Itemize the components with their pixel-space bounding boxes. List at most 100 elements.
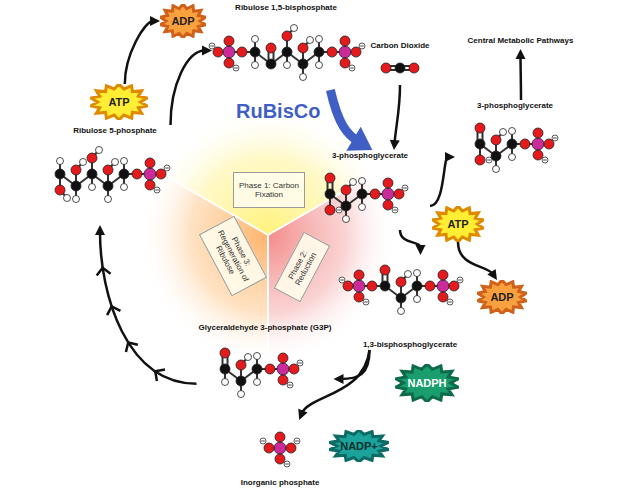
molecule-name: Inorganic phosphate (241, 478, 320, 487)
atom (475, 139, 485, 149)
energy-burst: NADPH (395, 364, 459, 402)
energy-burst: ADP (477, 280, 527, 314)
atom (359, 178, 366, 185)
charge-mark (287, 382, 293, 388)
charge-mark (285, 464, 289, 465)
atom (224, 36, 234, 46)
molecule-node: 1,3-bisphosphoglycerate (335, 255, 485, 350)
atom (144, 168, 156, 180)
atom (340, 36, 350, 46)
charge-mark (288, 385, 292, 386)
connector-line (100, 232, 197, 384)
atom (132, 169, 142, 179)
molecule-node: Ribulose 5-phosphate (40, 125, 190, 225)
atom (71, 181, 81, 191)
atom (491, 135, 501, 145)
atom (532, 138, 544, 150)
reaction-arrow (390, 85, 400, 150)
molecule-models (55, 25, 558, 468)
atom (265, 364, 275, 374)
atom (121, 158, 128, 165)
atom (87, 169, 97, 179)
charge-mark (363, 299, 369, 305)
charge-mark (543, 160, 547, 161)
charge-mark (295, 441, 299, 442)
arrowhead (516, 49, 526, 59)
atom (266, 43, 276, 53)
bonds (60, 28, 549, 459)
atom (394, 189, 404, 199)
molecule-name: Ribulose 5-phosphate (73, 126, 157, 135)
energy-burst: ATP (90, 84, 148, 120)
chevron (151, 366, 165, 381)
charge-mark (155, 190, 159, 191)
reaction-arrow (400, 230, 426, 255)
charge-mark (360, 46, 364, 47)
atom (314, 47, 324, 57)
atom (103, 165, 113, 175)
connector-line (395, 85, 400, 143)
charge-mark (448, 302, 452, 303)
chevron (105, 304, 120, 315)
atom (343, 281, 353, 291)
atom (509, 128, 516, 135)
molecule-node: 3-phosphoglycerate (310, 150, 430, 230)
cofactor-label: NADP+ (340, 440, 378, 452)
atom (341, 201, 351, 211)
atom (357, 189, 367, 199)
reaction-arrow (458, 242, 497, 280)
arrowhead (487, 269, 497, 280)
arrowhead (390, 140, 400, 150)
connector-line (458, 242, 493, 274)
atom (449, 281, 459, 291)
charge-mark (337, 210, 341, 211)
charge-mark (154, 187, 160, 193)
charge-mark (403, 188, 407, 189)
atom (220, 364, 230, 374)
atom (325, 189, 335, 199)
atom (278, 375, 288, 385)
molecule-node: Central Metabolic Pathways (463, 35, 578, 49)
atom (55, 185, 65, 195)
connector-line (430, 157, 448, 206)
atom (507, 139, 517, 149)
atom (73, 196, 80, 203)
atom (509, 154, 516, 161)
atom (274, 442, 286, 454)
atom (425, 281, 435, 291)
charge-mark (209, 43, 215, 49)
cofactor-label: ATP (108, 96, 129, 108)
atom (266, 59, 276, 69)
charge-mark (339, 277, 345, 283)
atom (213, 47, 223, 57)
atom (223, 46, 235, 58)
phase-box: Phase 2: Reduction (274, 232, 331, 303)
charge-mark (298, 363, 302, 364)
atom (325, 205, 335, 215)
atom (396, 277, 406, 287)
connector-line (519, 56, 522, 100)
molecule-name: Glyceraldehyde 3-phosphate (G3P) (199, 323, 332, 332)
charge-mark (458, 280, 462, 281)
atom (354, 270, 364, 280)
reaction-arrow (430, 152, 455, 206)
molecule-node: Carbon Dioxide (365, 40, 435, 85)
atom (351, 47, 361, 57)
charge-mark (457, 277, 463, 283)
atom (145, 180, 155, 190)
atom (89, 184, 96, 191)
charge-mark (402, 185, 408, 191)
charge-mark (340, 280, 344, 281)
charge-mark (447, 299, 453, 305)
atom (250, 47, 260, 57)
atom (367, 281, 377, 291)
atom (370, 189, 380, 199)
phase-label: Phase 1: Carbon Fixation (237, 181, 301, 199)
atom (533, 150, 543, 160)
reaction-arrow (171, 45, 213, 125)
atom (145, 158, 155, 168)
energy-burst: ATP (432, 206, 484, 242)
atom (275, 454, 285, 464)
atom (382, 188, 394, 200)
atom (112, 159, 119, 166)
